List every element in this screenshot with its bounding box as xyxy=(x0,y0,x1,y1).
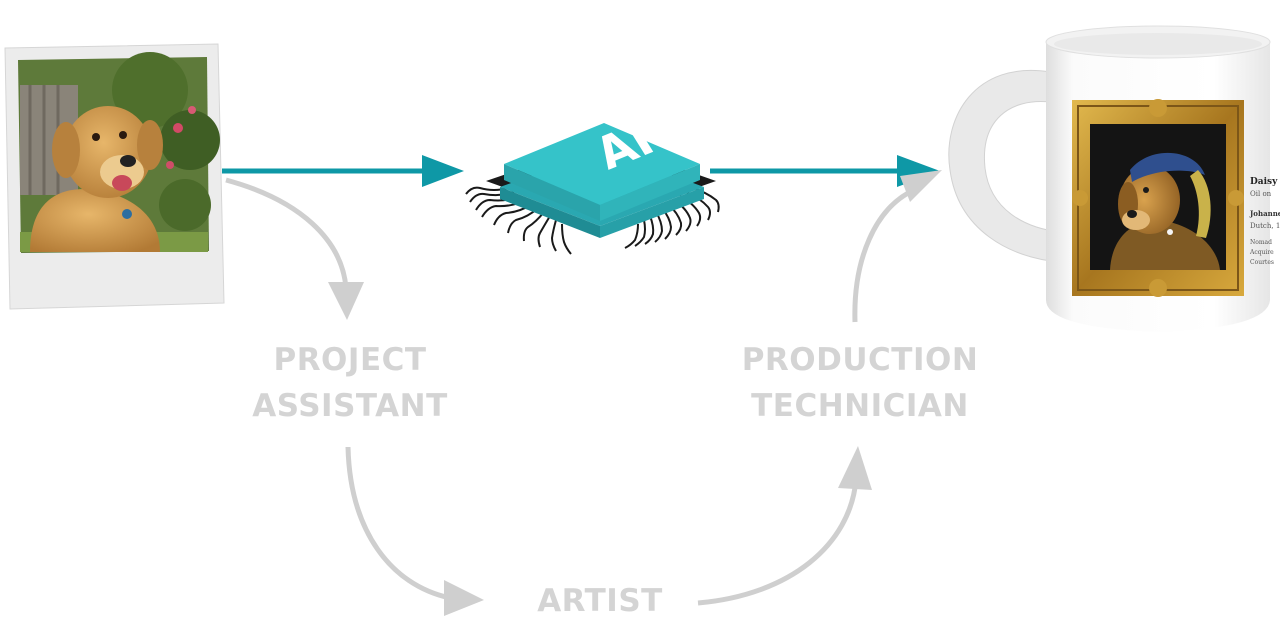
framed-dog-portrait xyxy=(1072,99,1244,297)
gray-arrow-production-technician-to-mug xyxy=(852,170,942,323)
artist-label: ARTIST xyxy=(537,583,663,619)
production-technician-line2: TECHNICIAN xyxy=(751,388,969,424)
production-technician-line1: PRODUCTION xyxy=(741,342,979,378)
mug-caption-line: Johannes xyxy=(1249,209,1280,218)
gray-arrow-photo-to-project-assistant xyxy=(225,177,364,320)
mug-caption-line: Courtes xyxy=(1250,259,1274,266)
mug-caption-title: Daisy xyxy=(1250,177,1278,187)
ai-chip-icon: AI xyxy=(465,114,720,255)
project-assistant-label: PROJECT ASSISTANT xyxy=(210,337,490,429)
teal-arrow-photo-to-ai xyxy=(222,155,464,187)
dog-photo xyxy=(18,52,220,253)
mug-caption: Daisy Oil on Johannes Dutch, 1 Nomad Acq… xyxy=(1249,177,1280,266)
gray-arrow-artist-to-production-technician xyxy=(697,446,872,606)
mug-caption-line: Dutch, 1 xyxy=(1250,222,1280,230)
project-assistant-line1: PROJECT xyxy=(273,342,427,378)
mug-caption-line: Oil on xyxy=(1250,190,1272,198)
gray-arrow-project-assistant-to-artist xyxy=(345,446,484,616)
mug-product: Daisy Oil on Johannes Dutch, 1 Nomad Acq… xyxy=(948,25,1280,332)
mug-caption-line: Acquire xyxy=(1249,249,1274,256)
project-assistant-line2: ASSISTANT xyxy=(252,388,448,424)
dog-photo-polaroid xyxy=(4,43,225,310)
production-technician-label: PRODUCTION TECHNICIAN xyxy=(700,337,1020,429)
mug-caption-line: Nomad xyxy=(1250,239,1272,246)
